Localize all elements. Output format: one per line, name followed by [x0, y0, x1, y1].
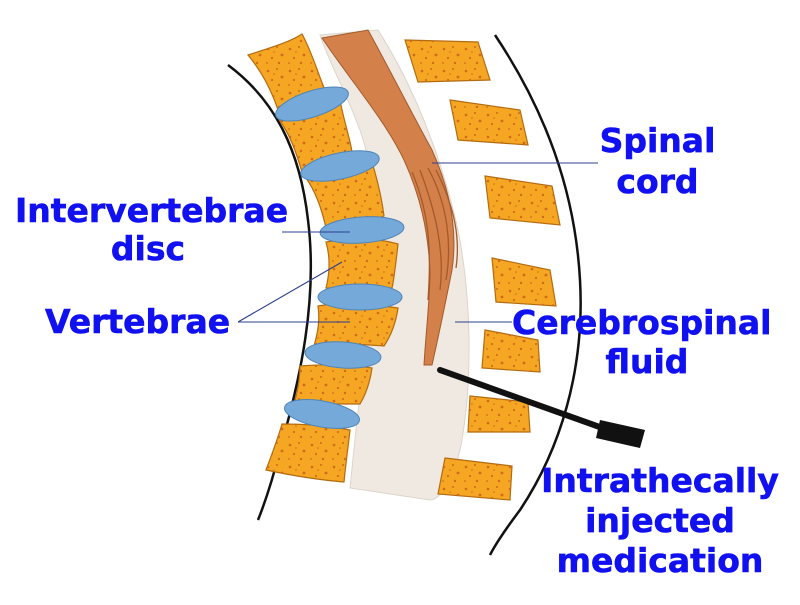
spinal-cord — [321, 29, 458, 366]
needle — [437, 367, 645, 448]
label-intervertebrae-disc-line1: Intervertebrae — [15, 191, 289, 230]
label-spinal-cord-line2: cord — [616, 162, 699, 201]
label-medication-line2: injected — [585, 501, 735, 540]
body-outline-left — [227, 63, 313, 521]
disc-2 — [300, 150, 380, 182]
disc-1 — [275, 86, 349, 122]
disc-4 — [317, 283, 403, 311]
vertebra-speckles — [248, 34, 398, 482]
disc-3 — [319, 216, 405, 244]
label-spinal-cord-line1: Spinal — [599, 121, 716, 160]
label-csf-line2: fluid — [605, 342, 689, 381]
label-vertebrae: Vertebrae — [45, 302, 231, 341]
leader-vertebrae-upper — [237, 261, 343, 323]
process-speckles — [405, 40, 560, 500]
disc-6 — [284, 399, 360, 429]
label-medication-line3: medication — [556, 541, 764, 580]
body-outline-right — [488, 34, 582, 556]
leader-lines — [237, 162, 598, 323]
label-csf-line1: Cerebrospinal — [512, 303, 772, 342]
label-medication-line1: Intrathecally — [541, 461, 779, 500]
intervertebral-discs — [275, 86, 405, 429]
label-intervertebrae-disc-line2: disc — [110, 229, 186, 268]
disc-5 — [304, 341, 382, 369]
